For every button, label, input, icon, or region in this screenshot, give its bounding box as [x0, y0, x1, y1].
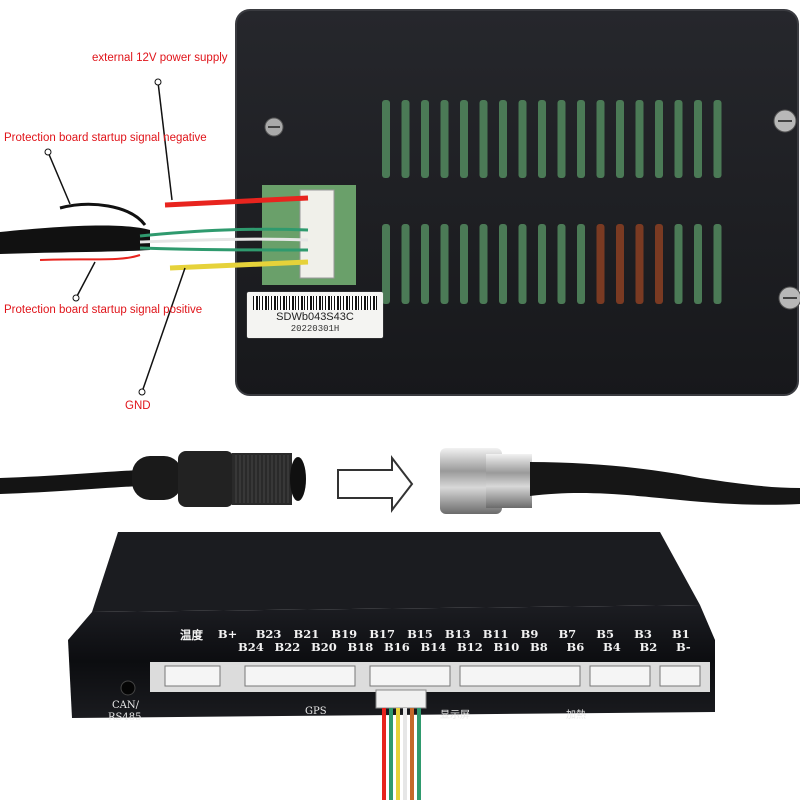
pin-label: B4	[603, 640, 621, 654]
vent-slot	[401, 224, 410, 304]
callout-gnd: GND	[125, 400, 151, 412]
vent-slot	[401, 100, 410, 178]
vent-slot	[499, 100, 507, 178]
vent-slot	[557, 224, 566, 304]
pin-label: 温度	[180, 628, 203, 642]
pin-label: B17	[369, 627, 395, 641]
port-socket	[589, 665, 651, 687]
vent-slot	[713, 224, 722, 304]
port-socket	[244, 665, 356, 687]
pin-label: B23	[255, 627, 282, 641]
aviation-plug-left	[0, 451, 306, 507]
can-jack	[120, 680, 136, 696]
port-label-heating: 加熱	[566, 710, 586, 721]
pin-label: B8	[530, 640, 548, 654]
vent-slot	[382, 100, 390, 178]
vent-slot	[694, 224, 702, 304]
vent-slot	[499, 224, 507, 304]
port-label-rs485: RS485	[108, 712, 142, 723]
vent-slot	[557, 100, 566, 178]
screw-right-top	[773, 109, 797, 133]
screw-right-bottom	[778, 286, 800, 310]
vent-slot	[635, 224, 644, 304]
wire-connector	[299, 189, 335, 279]
pin-label: B20	[311, 640, 337, 654]
pin-label: B22	[274, 640, 301, 654]
date-code: 20220301H	[290, 324, 340, 334]
pin-label: B+	[217, 627, 238, 641]
vent-slot	[440, 224, 449, 304]
callout-startup-negative: Protection board startup signal negative	[4, 132, 207, 144]
pin-label: B7	[558, 627, 577, 641]
port-label-can: CAN/	[112, 700, 139, 711]
cable-harness-top	[0, 78, 309, 396]
vent-slot	[421, 100, 429, 178]
vent-slot	[577, 224, 585, 304]
vent-slot	[460, 100, 468, 178]
vent-slot	[382, 224, 390, 304]
vent-slot	[518, 224, 527, 304]
pin-label: B14	[420, 640, 447, 654]
vent-slot	[538, 100, 546, 178]
pin-label: B18	[347, 640, 374, 654]
vent-slot	[616, 224, 624, 304]
vent-slot	[596, 100, 605, 178]
vent-slot	[674, 100, 683, 178]
vent-slot	[635, 100, 644, 178]
callout-power-supply: external 12V power supply	[92, 52, 228, 64]
connector-ports	[164, 665, 701, 687]
pin-label: B5	[596, 627, 615, 641]
pin-label: B1	[672, 627, 690, 641]
screw-center	[264, 117, 284, 137]
vent-slot	[713, 100, 722, 178]
port-socket	[164, 665, 221, 687]
vent-slot	[655, 224, 663, 304]
knurl-ring	[235, 455, 289, 503]
port-socket	[659, 665, 701, 687]
vent-slot	[479, 100, 488, 178]
port-label-gps: GPS	[305, 706, 327, 717]
vent-slot	[538, 224, 546, 304]
display-cable	[375, 689, 427, 800]
serial-number: SDWb043S43C	[276, 311, 354, 323]
pin-label: B16	[384, 640, 410, 654]
aviation-socket-right	[440, 448, 800, 514]
vent-slot	[440, 100, 449, 178]
pin-label: B6	[566, 640, 585, 654]
barcode	[253, 296, 377, 310]
serial-sticker: SDWb043S43C 20220301H	[247, 292, 383, 338]
vent-slot	[674, 224, 683, 304]
vent-slots-upper	[382, 100, 722, 178]
port-socket	[369, 665, 451, 687]
callout-startup-positive: Protection board startup signal positive	[4, 304, 203, 316]
pin-label: B13	[444, 627, 471, 641]
pin-label: B2	[639, 640, 658, 654]
pin-label: B19	[331, 627, 358, 641]
vent-slot	[596, 224, 605, 304]
port-label-display: 显示屏	[440, 710, 470, 721]
pin-label: B21	[293, 627, 320, 641]
bms-case-bottom	[68, 532, 715, 800]
vent-slot	[655, 100, 663, 178]
pin-label: B-	[676, 640, 691, 654]
pin-label: B24	[238, 640, 264, 654]
port-socket	[459, 665, 581, 687]
pin-label: B9	[520, 627, 539, 641]
vent-slot	[460, 224, 468, 304]
vent-slots-lower	[382, 224, 722, 304]
pin-label: B15	[407, 627, 433, 641]
pin-label: B10	[493, 640, 520, 654]
pin-label: B12	[457, 640, 483, 654]
vent-slot	[616, 100, 624, 178]
vent-slot	[518, 100, 527, 178]
vent-slot	[421, 224, 429, 304]
pin-label: B3	[634, 627, 652, 641]
arrow-icon	[337, 455, 414, 513]
vent-slot	[577, 100, 585, 178]
pin-label: B11	[482, 627, 509, 641]
vent-slot	[694, 100, 702, 178]
vent-slot	[479, 224, 488, 304]
